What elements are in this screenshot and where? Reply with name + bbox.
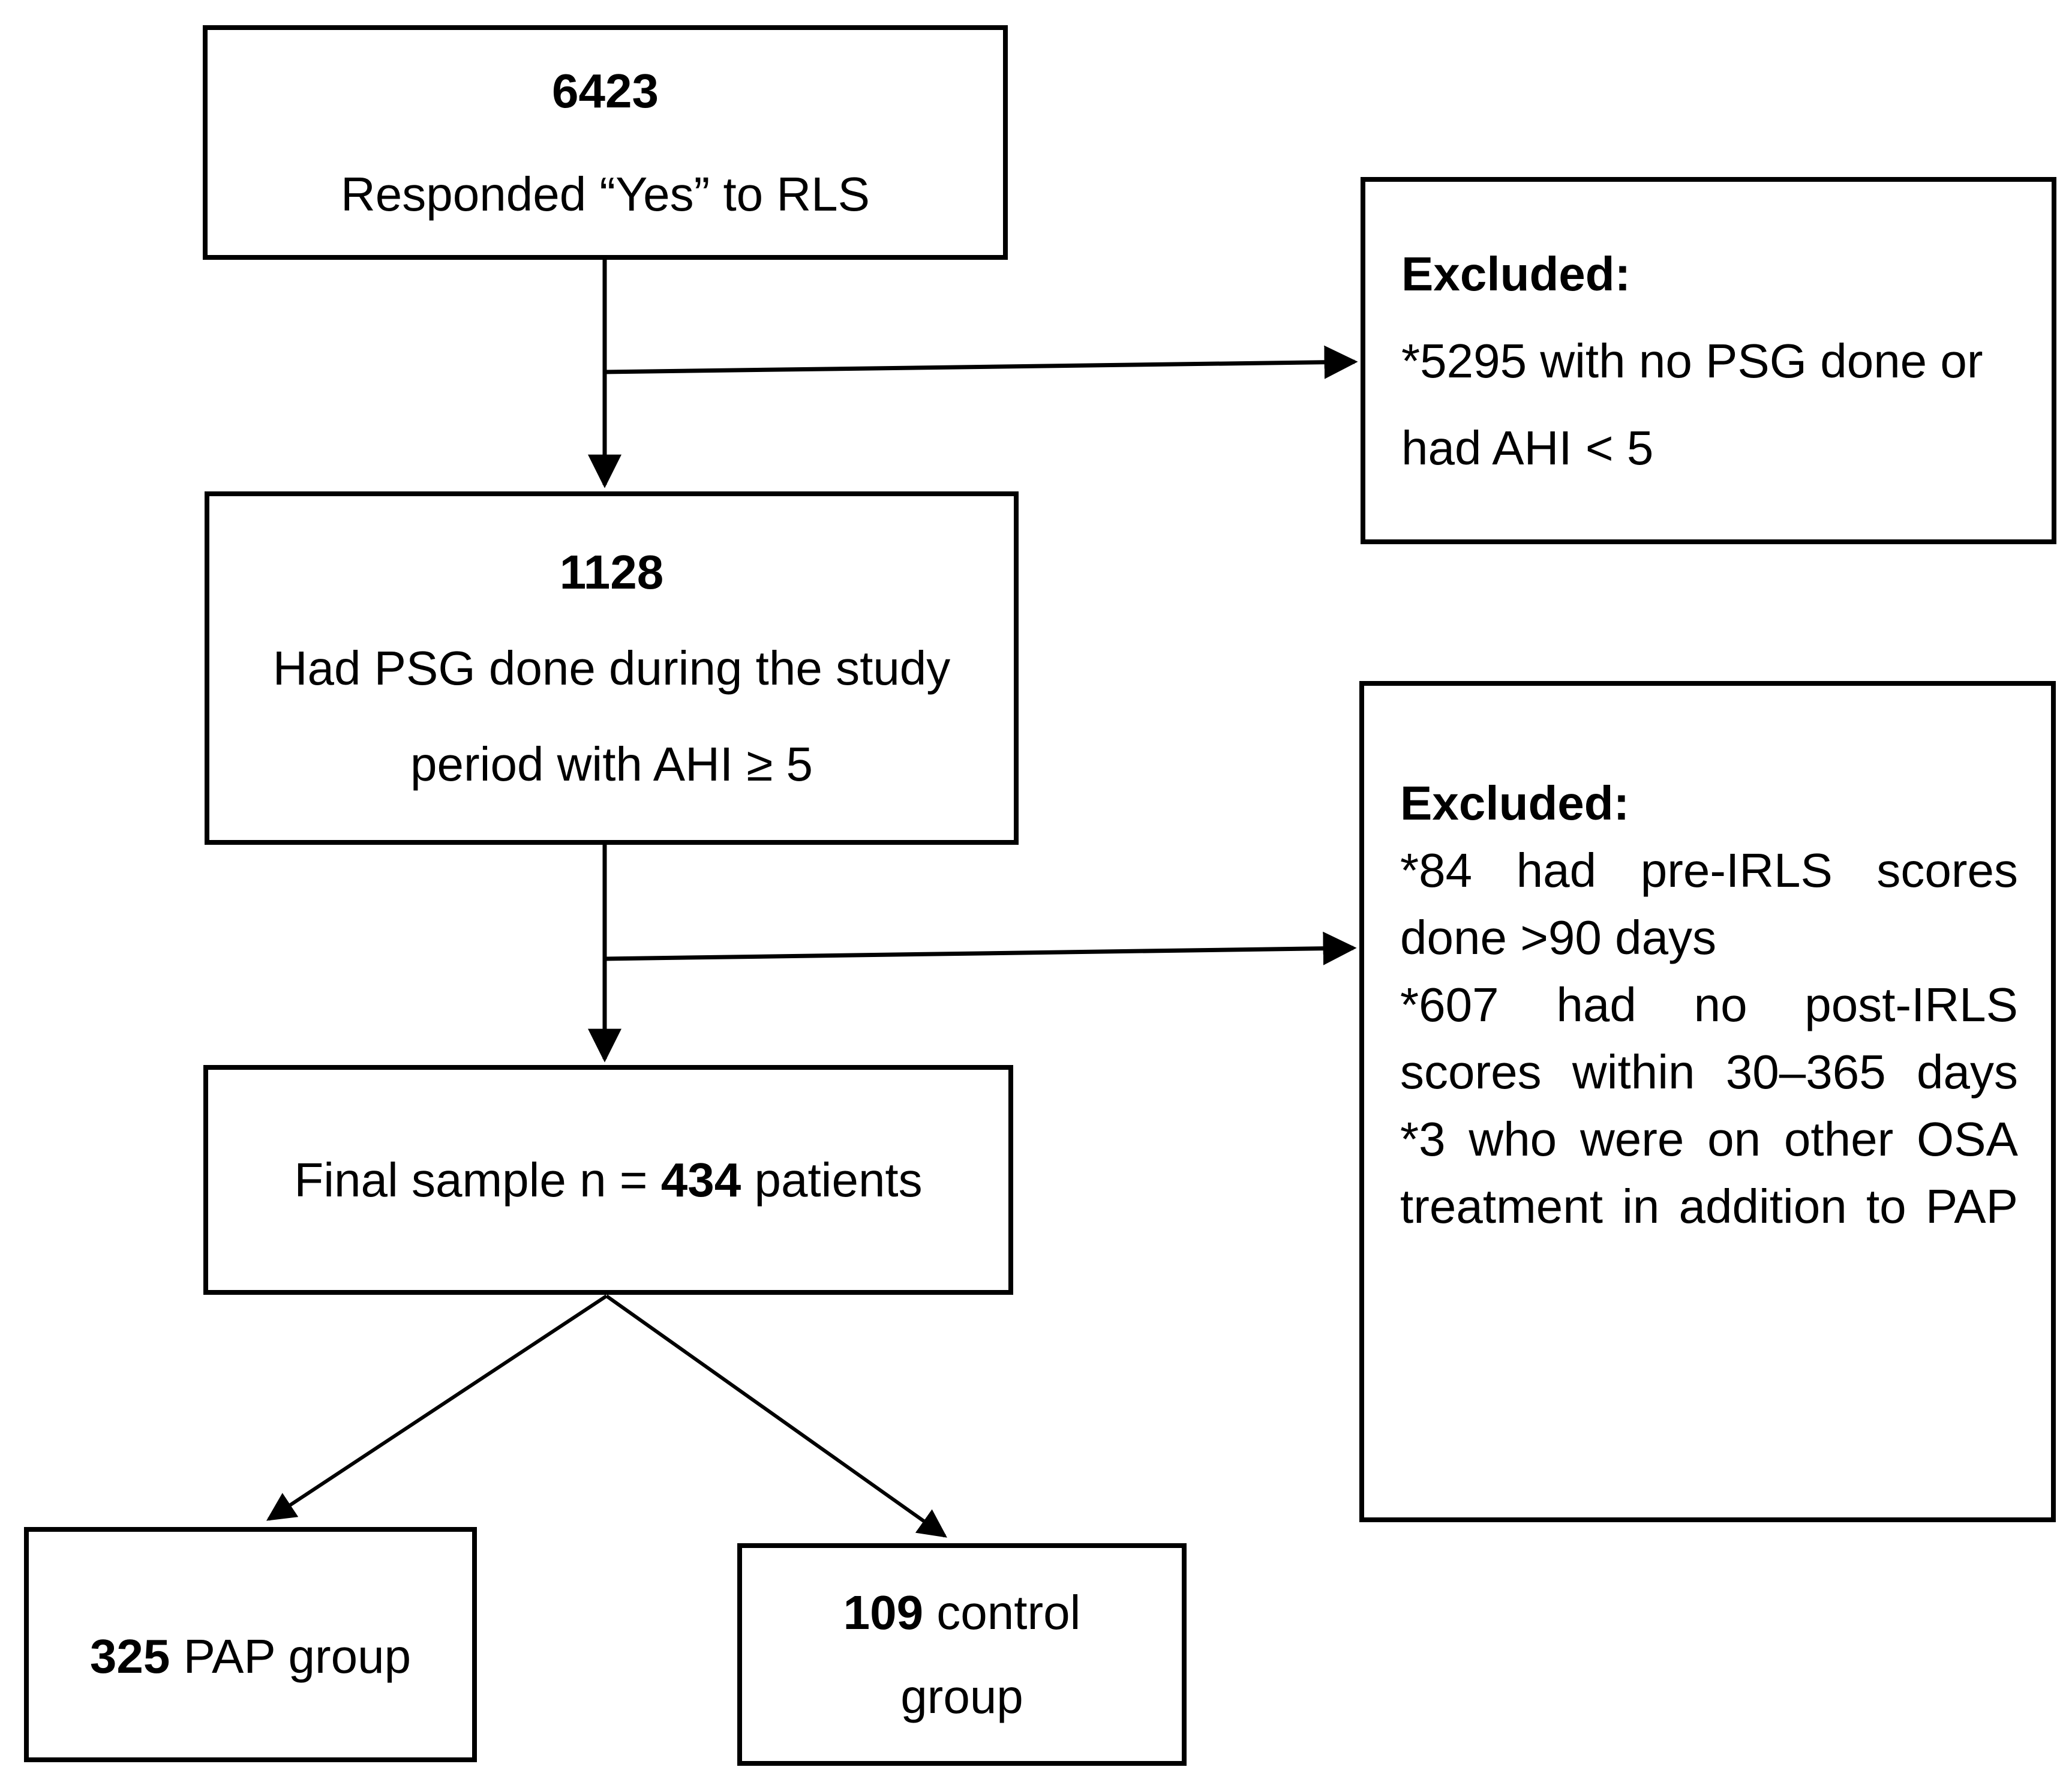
pap-group-suffix: PAP group: [170, 1630, 412, 1683]
control-group-label-line2: group: [900, 1669, 1023, 1723]
responded-label: Responded “Yes” to RLS: [340, 167, 870, 221]
arrow-branch-excluded-1: [604, 345, 1358, 379]
control-group-count: 109: [843, 1585, 924, 1639]
node-excluded-2: Excluded: *84 had pre-IRLS scores done >…: [1359, 681, 2056, 1522]
node-responded-yes-rls: 6423 Responded “Yes” to RLS: [203, 25, 1008, 260]
excluded2-line: *607 had no post-IRLS: [1400, 978, 2018, 1031]
arrow-final-to-pap: [266, 1294, 608, 1521]
excluded2-line: *84 had pre-IRLS scores: [1400, 844, 2018, 897]
arrow-final-to-control: [605, 1294, 947, 1538]
final-sample-prefix: Final sample n =: [294, 1153, 661, 1207]
final-sample-suffix: patients: [741, 1153, 923, 1207]
excluded2-line: treatment in addition to PAP: [1400, 1180, 2018, 1233]
responded-count: 6423: [552, 64, 659, 118]
excluded2-title: Excluded:: [1400, 776, 1630, 830]
psg-label-line1: Had PSG done during the study: [272, 641, 951, 695]
psg-label-line2: period with AHI ≥ 5: [410, 737, 813, 791]
node-final-sample: Final sample n = 434 patients: [203, 1065, 1013, 1295]
excluded1-line: *5295 with no PSG done or: [1401, 334, 1983, 388]
pap-group-label: 325 PAP group: [90, 1609, 411, 1705]
pap-group-count: 325: [89, 1630, 170, 1683]
control-group-suffix: control: [923, 1585, 1081, 1639]
psg-count: 1128: [559, 545, 664, 599]
final-sample-count: 434: [660, 1153, 741, 1207]
excluded1-line: had AHI < 5: [1401, 421, 1654, 475]
node-pap-group: 325 PAP group: [24, 1527, 477, 1762]
node-psg-done: 1128 Had PSG done during the study perio…: [205, 491, 1019, 845]
excluded2-line: done >90 days: [1400, 911, 1717, 964]
node-control-group: 109 control group: [737, 1543, 1187, 1766]
excluded2-line: *3 who were on other OSA: [1400, 1112, 2018, 1166]
excluded1-title: Excluded:: [1401, 247, 1631, 301]
excluded2-line: scores within 30–365 days: [1400, 1045, 2018, 1099]
arrow-branch-excluded-2: [604, 931, 1357, 965]
control-group-label-line1: 109 control: [843, 1571, 1081, 1655]
final-sample-label: Final sample n = 434 patients: [294, 1132, 922, 1228]
node-excluded-1: Excluded: *5295 with no PSG done or had …: [1361, 177, 2056, 544]
